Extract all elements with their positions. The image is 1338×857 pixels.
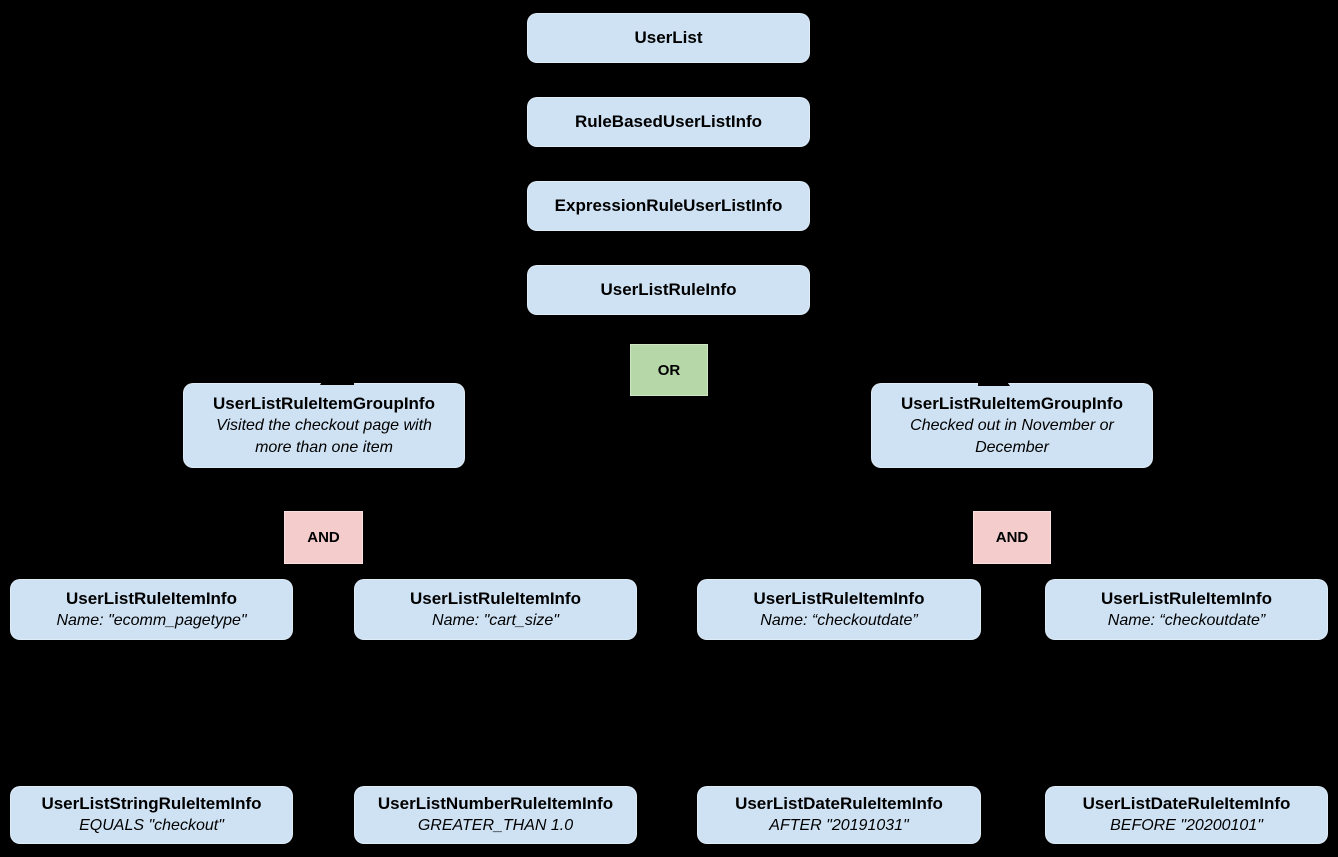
node-title: UserListDateRuleItemInfo [735, 794, 943, 813]
node-ruleitem-checkoutdate-1: UserListRuleItemInfo Name: “checkoutdate… [697, 579, 981, 640]
node-userlist: UserList [527, 13, 810, 63]
group-title: UserListRuleItemGroupInfo [213, 393, 435, 413]
node-title: UserListStringRuleItemInfo [41, 794, 262, 813]
node-title: UserList [634, 28, 703, 47]
node-title: UserListRuleItemInfo [1101, 588, 1272, 608]
node-subtitle: BEFORE "20200101" [1110, 817, 1263, 834]
group-description: Visited the checkout page with more than… [216, 416, 432, 456]
and-operator-right: AND [973, 511, 1051, 564]
node-title: UserListRuleItemInfo [410, 588, 581, 608]
node-subtitle: AFTER "20191031" [769, 817, 909, 834]
arrowhead-icon [320, 371, 354, 385]
node-ruleitem-checkoutdate-2: UserListRuleItemInfo Name: “checkoutdate… [1045, 579, 1328, 640]
group-title: UserListRuleItemGroupInfo [901, 393, 1123, 413]
node-subtitle: Name: "ecomm_pagetype" [56, 611, 247, 629]
node-title: RuleBasedUserListInfo [574, 112, 763, 131]
node-dateruleitem-after: UserListDateRuleItemInfo AFTER "20191031… [697, 786, 981, 844]
node-ruleitem-ecomm-pagetype: UserListRuleItemInfo Name: "ecomm_pagety… [10, 579, 293, 640]
group-left-userlistruleitemgroupinfo: UserListRuleItemGroupInfo Visited the ch… [183, 383, 465, 468]
and-operator-left: AND [284, 511, 363, 564]
node-ruleitem-cart-size: UserListRuleItemInfo Name: "cart_size" [354, 579, 637, 640]
node-dateruleitem-before: UserListDateRuleItemInfo BEFORE "2020010… [1045, 786, 1328, 844]
group-right-userlistruleitemgroupinfo: UserListRuleItemGroupInfo Checked out in… [871, 383, 1153, 468]
node-userlistruleinfo: UserListRuleInfo [527, 265, 810, 315]
and-operator-label: AND [307, 529, 340, 546]
node-expressionruleuserlistinfo: ExpressionRuleUserListInfo [527, 181, 810, 231]
node-subtitle: EQUALS "checkout" [79, 817, 224, 834]
node-title: UserListNumberRuleItemInfo [377, 794, 614, 813]
node-title: ExpressionRuleUserListInfo [554, 196, 783, 215]
node-stringruleitem-equals-checkout: UserListStringRuleItemInfo EQUALS "check… [10, 786, 293, 844]
node-title: UserListRuleItemInfo [66, 588, 237, 608]
node-subtitle: Name: "cart_size" [432, 611, 559, 629]
node-title: UserListRuleItemInfo [753, 588, 925, 608]
node-title: UserListRuleInfo [600, 280, 737, 299]
arrowhead-icon [978, 373, 1010, 386]
node-numberruleitem-greater-than: UserListNumberRuleItemInfo GREATER_THAN … [354, 786, 637, 844]
node-rulebaseduserlistinfo: RuleBasedUserListInfo [527, 97, 810, 147]
or-operator: OR [630, 344, 708, 396]
group-description: Checked out in November or December [910, 416, 1114, 456]
node-subtitle: Name: “checkoutdate” [1107, 611, 1266, 629]
and-operator-label: AND [995, 529, 1029, 546]
node-title: UserListDateRuleItemInfo [1082, 794, 1291, 813]
node-subtitle: GREATER_THAN 1.0 [417, 817, 574, 834]
or-operator-label: OR [657, 361, 681, 379]
node-subtitle: Name: “checkoutdate” [760, 611, 918, 629]
